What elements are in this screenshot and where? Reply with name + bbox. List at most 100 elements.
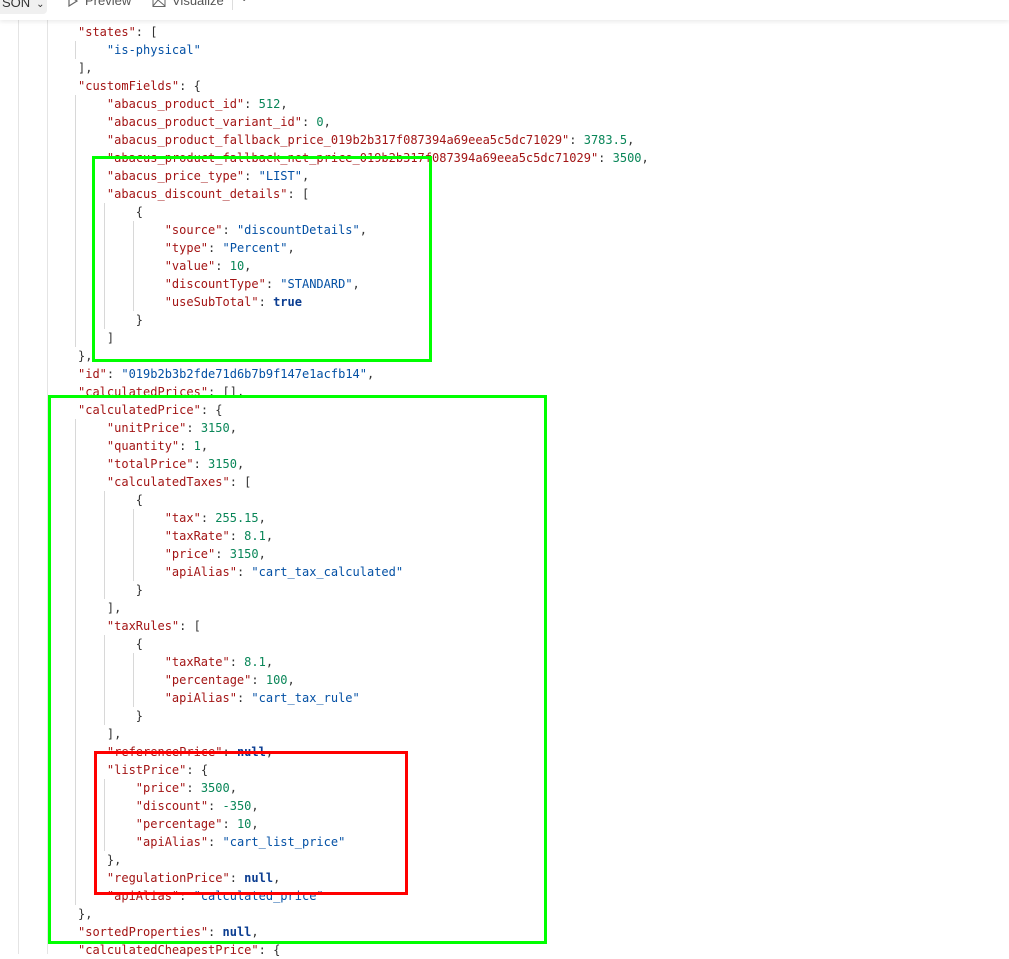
indent-guide: [75, 41, 76, 59]
json-punctuation: },: [106, 853, 122, 867]
json-punctuation: :: [229, 871, 245, 885]
json-line: "calculatedPrice": {: [78, 401, 223, 419]
json-key: "totalPrice": [106, 457, 194, 471]
json-value: "STANDARD": [280, 277, 353, 291]
indent-guide: [75, 509, 76, 527]
highlight-box-discount-details: [92, 156, 432, 362]
json-value: 10: [229, 259, 245, 273]
json-value: 512: [258, 97, 281, 111]
json-punctuation: ,: [244, 259, 252, 273]
json-punctuation: ,: [273, 871, 281, 885]
indent-guide: [132, 563, 134, 581]
json-line: "useSubTotal": true: [165, 293, 302, 311]
json-value: null: [244, 871, 274, 885]
json-punctuation: }: [135, 709, 144, 723]
format-dropdown-label: SON: [2, 0, 31, 10]
json-line: "price": 3150,: [165, 545, 266, 563]
json-punctuation: :: [222, 223, 237, 237]
json-punctuation: : {: [200, 403, 223, 417]
json-punctuation: :: [569, 133, 584, 147]
indent-guide: [132, 671, 134, 689]
json-line: "sortedProperties": null,: [78, 923, 259, 941]
indent-guide: [75, 311, 76, 329]
json-line: "apiAlias": "cart_tax_rule": [165, 689, 360, 707]
json-value: 3150: [200, 421, 230, 435]
json-line: ],: [107, 725, 121, 743]
json-punctuation: ,: [229, 781, 237, 795]
json-key: "abacus_price_type": [106, 169, 245, 183]
indent-guide: [103, 653, 105, 671]
json-key: "source": [164, 223, 223, 237]
json-punctuation: : [: [229, 475, 252, 489]
json-punctuation: : {: [186, 763, 209, 777]
json-value: "LIST": [258, 169, 302, 183]
json-punctuation: ],: [78, 61, 93, 75]
json-punctuation: :: [208, 835, 223, 849]
indent-guide: [103, 311, 105, 329]
json-punctuation: :: [208, 925, 223, 939]
indent-guide: [132, 653, 134, 671]
indent-guide: [75, 95, 76, 113]
json-line: }: [136, 581, 143, 599]
visualize-button[interactable]: Visualize: [152, 0, 224, 8]
toolbar-divider: [232, 0, 233, 10]
json-line: "taxRate": 8.1,: [165, 653, 273, 671]
json-key: "abacus_product_variant_id": [106, 115, 302, 129]
json-punctuation: : {: [258, 943, 281, 957]
indent-guide: [103, 293, 105, 311]
json-key: "discountType": [164, 277, 266, 291]
indent-guide: [75, 491, 76, 509]
indent-guide: [75, 293, 76, 311]
json-punctuation: : {: [179, 79, 201, 93]
indent-guide: [75, 689, 76, 707]
json-line: "customFields": {: [78, 77, 201, 95]
indent-guide: [75, 419, 76, 437]
json-value: "cart_tax_calculated": [251, 565, 404, 579]
preview-button[interactable]: Preview: [67, 0, 131, 8]
json-value: 100: [265, 673, 288, 687]
json-line: },: [78, 347, 92, 365]
json-punctuation: ,: [323, 115, 331, 129]
indent-guide: [75, 671, 76, 689]
json-key: "abacus_product_fallback_price_019b2b317…: [106, 133, 570, 147]
json-line: ]: [107, 329, 114, 347]
json-punctuation: ,: [627, 133, 635, 147]
json-line: "discount": -350,: [136, 797, 259, 815]
format-dropdown[interactable]: SON ⌄: [0, 0, 47, 14]
indent-guide: [75, 473, 76, 491]
json-key: "states": [78, 25, 136, 39]
json-line: {: [136, 491, 143, 509]
json-punctuation: ,: [236, 457, 245, 471]
json-line: {: [136, 203, 143, 221]
indent-guide: [75, 707, 76, 725]
json-value: 3150: [208, 457, 237, 471]
indent-guide: [75, 239, 76, 257]
json-punctuation: :: [229, 529, 245, 543]
json-line: "unitPrice": 3150,: [107, 419, 237, 437]
json-key: "customFields": [78, 79, 180, 93]
json-line: "percentage": 10,: [136, 815, 259, 833]
json-key: "abacus_product_id": [106, 97, 245, 111]
json-line: "states": [: [78, 23, 157, 41]
json-punctuation: ,: [287, 673, 295, 687]
json-punctuation: :: [208, 241, 223, 255]
json-punctuation: : [: [287, 187, 310, 201]
json-punctuation: ,: [641, 151, 649, 165]
indent-guide: [75, 833, 76, 851]
json-punctuation: ,: [265, 655, 274, 669]
indent-guide: [75, 545, 76, 563]
json-line: "price": 3500,: [136, 779, 237, 797]
indent-guide: [75, 599, 76, 617]
json-line: "percentage": 100,: [165, 671, 295, 689]
json-key: "sortedProperties": [78, 925, 209, 939]
indent-guide: [75, 275, 76, 293]
json-line: "value": 10,: [165, 257, 252, 275]
indent-guide: [132, 689, 134, 707]
json-value: 3150: [229, 547, 259, 561]
indent-guide: [75, 221, 76, 239]
indent-guide: [103, 257, 105, 275]
json-punctuation: ,: [200, 439, 209, 453]
json-key: "apiAlias": [164, 691, 237, 705]
indent-guide: [103, 491, 105, 509]
more-options-chevron-icon[interactable]: ⌄: [240, 0, 248, 4]
